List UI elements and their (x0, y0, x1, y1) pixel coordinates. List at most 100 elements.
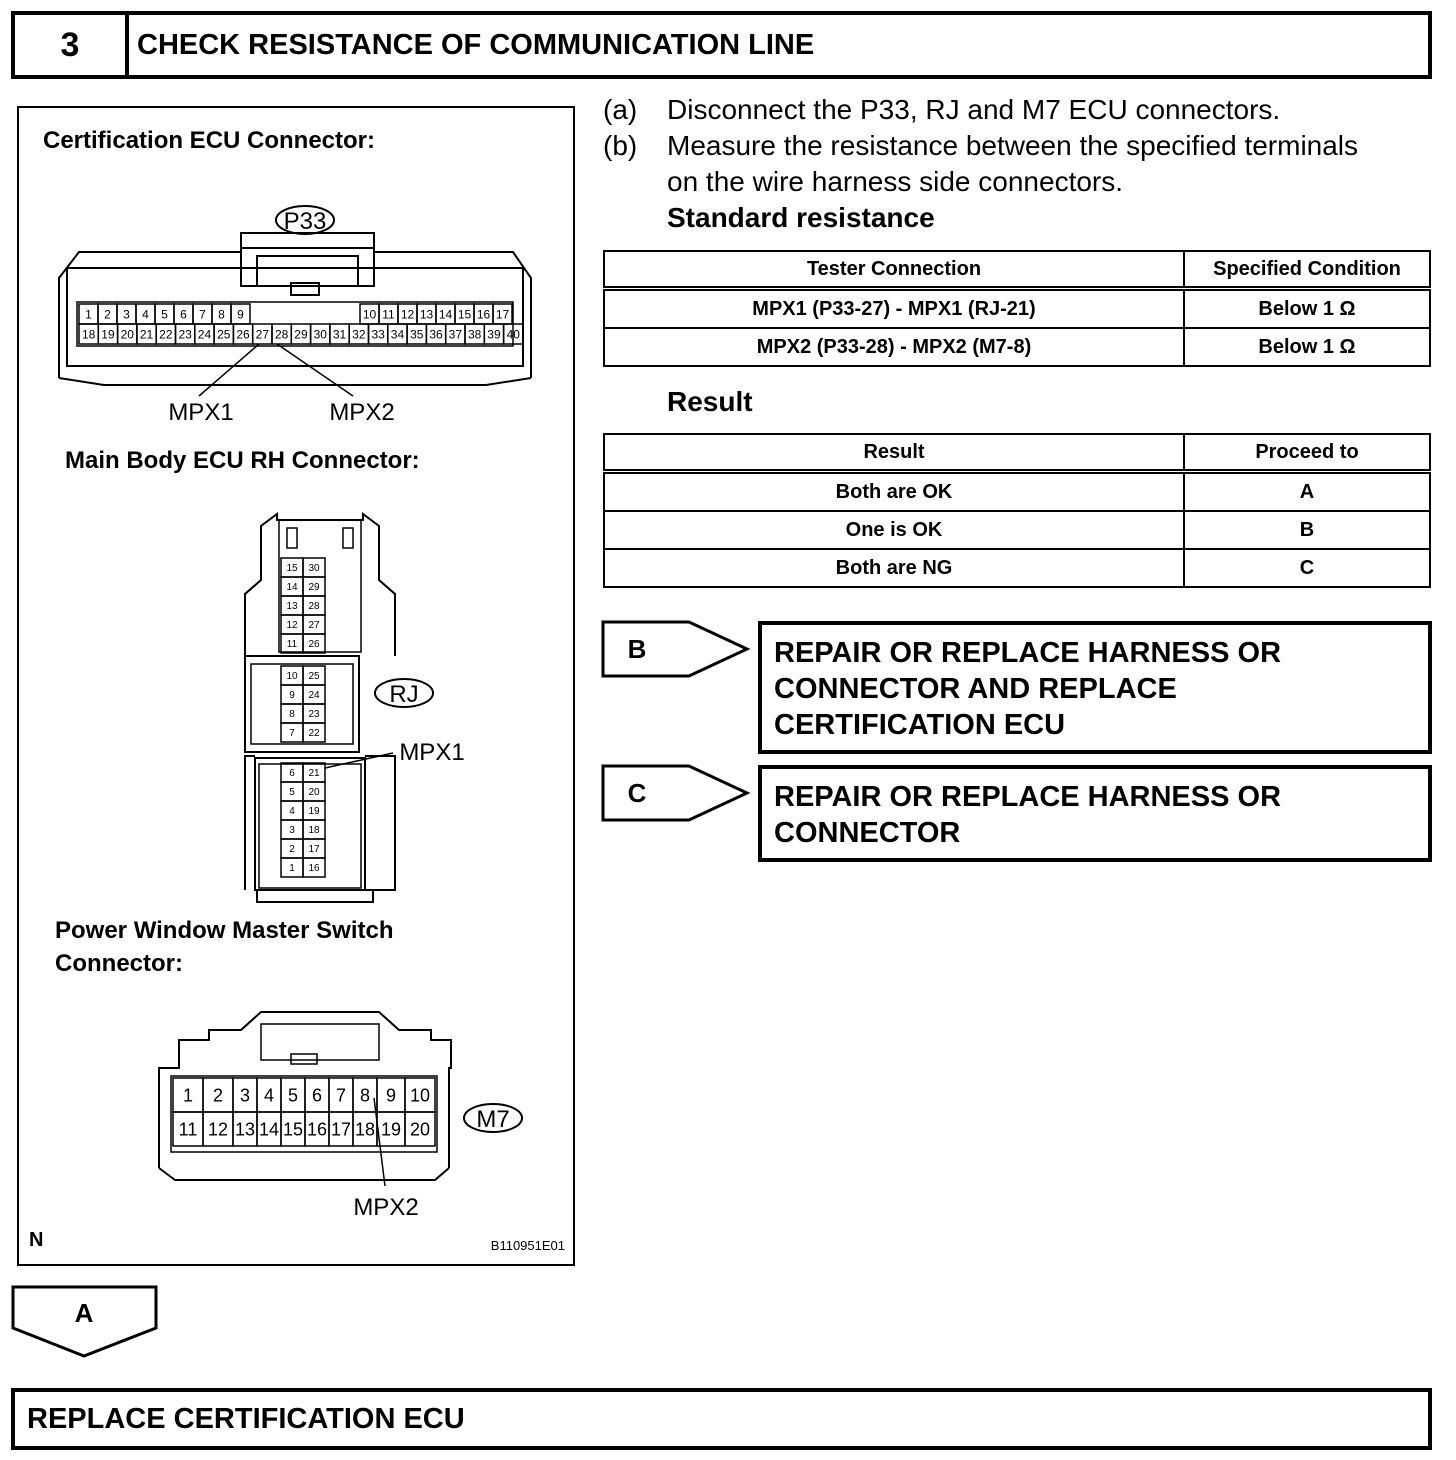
pin-number: 7 (199, 307, 206, 321)
pin-number: 8 (360, 1085, 370, 1105)
pin-number: 25 (308, 671, 320, 682)
branch-a-action: REPLACE CERTIFICATION ECU (11, 1388, 1432, 1450)
pw-connector-title-line1: Power Window Master Switch (55, 917, 394, 944)
step-header: 3 CHECK RESISTANCE OF COMMUNICATION LINE (11, 11, 1432, 79)
rj-connector (244, 512, 396, 903)
rj-group-middle: 10 25 9 24 8 23 7 22 (280, 665, 326, 743)
pin-number: 11 (179, 1119, 198, 1139)
branch-a-arrow: A (11, 1285, 158, 1358)
table-row: One is OK B (603, 510, 1431, 550)
table-cell: Both are OK (603, 470, 1185, 512)
pin-number: 36 (429, 327, 443, 341)
branch-b-code: B (628, 634, 647, 664)
table-cell: MPX2 (P33-28) - MPX2 (M7-8) (603, 327, 1185, 367)
pin-number: 12 (208, 1119, 228, 1139)
result-table: Result Proceed to Both are OK A One is O… (603, 433, 1431, 588)
mpx2-leader (276, 343, 354, 397)
table-cell: Below 1 Ω (1183, 327, 1431, 367)
branch-b-line: CERTIFICATION ECU (774, 709, 1066, 741)
pin-number: 26 (236, 327, 250, 341)
header-tester-connection: Tester Connection (603, 250, 1185, 291)
m7-mpx2-label: MPX2 (353, 1194, 418, 1221)
pin-number: 30 (308, 563, 320, 574)
m7-tag: M7 (476, 1106, 509, 1133)
step-number: 3 (15, 15, 129, 75)
pin-number: 13 (286, 601, 298, 612)
m7-connector (158, 1011, 452, 1181)
pin-number: 7 (289, 728, 295, 739)
pin-number: 12 (401, 307, 415, 321)
pin-number: 37 (449, 327, 463, 341)
branch-a-text: REPLACE CERTIFICATION ECU (27, 1402, 465, 1435)
pw-connector-title-line2: Connector: (55, 950, 183, 977)
table-cell: A (1183, 470, 1431, 512)
pin-number: 10 (363, 307, 377, 321)
pin-number: 3 (240, 1085, 250, 1105)
branch-b-action: REPAIR OR REPLACE HARNESS OR CONNECTOR A… (758, 621, 1432, 754)
instruction-a-text: Disconnect the P33, RJ and M7 ECU connec… (667, 94, 1281, 125)
pin-number: 25 (217, 327, 231, 341)
standard-resistance-text: Standard resistance (667, 202, 935, 233)
pin-number: 5 (288, 1085, 298, 1105)
pin-number: 17 (331, 1119, 351, 1139)
table-cell: B (1183, 510, 1431, 550)
pin-number: 20 (410, 1119, 430, 1139)
p33-mpx2-label: MPX2 (329, 399, 394, 426)
pin-number: 4 (289, 806, 295, 817)
pin-number: 17 (496, 307, 510, 321)
pin-number: 14 (439, 307, 453, 321)
table-row: MPX2 (P33-28) - MPX2 (M7-8) Below 1 Ω (603, 327, 1431, 367)
pin-number: 27 (256, 327, 270, 341)
branch-c-action: REPAIR OR REPLACE HARNESS OR CONNECTOR (758, 765, 1432, 862)
figure-corner-n: N (29, 1229, 43, 1251)
pin-number: 1 (289, 863, 295, 874)
instruction-b-text2: on the wire harness side connectors. (667, 166, 1124, 197)
pin-number: 8 (289, 709, 295, 720)
p33-tag: P33 (284, 208, 327, 235)
pin-number: 15 (458, 307, 472, 321)
branch-a-code: A (75, 1298, 94, 1328)
pin-number: 18 (82, 327, 96, 341)
pin-number: 4 (142, 307, 149, 321)
table-cell: MPX1 (P33-27) - MPX1 (RJ-21) (603, 287, 1185, 329)
pin-number: 33 (371, 327, 385, 341)
pin-cell (302, 857, 326, 878)
table-cell: One is OK (603, 510, 1185, 550)
pin-number: 20 (308, 787, 320, 798)
pin-number: 3 (289, 825, 295, 836)
branch-b-arrow: B (601, 620, 751, 678)
pin-number: 10 (286, 671, 298, 682)
pin-number: 21 (140, 327, 154, 341)
pin-number: 15 (286, 563, 298, 574)
pin-number: 16 (307, 1119, 327, 1139)
pin-number: 23 (178, 327, 192, 341)
pin-number: 30 (314, 327, 328, 341)
pin-number: 28 (275, 327, 289, 341)
m7-mpx2-leader (373, 1097, 386, 1187)
rj-mpx1-leader (324, 752, 394, 769)
mpx1-leader (198, 343, 260, 397)
pin-number: 24 (308, 690, 320, 701)
instruction-b-label: (b) (603, 130, 638, 161)
rj-tag: RJ (389, 681, 418, 708)
result-heading-text: Result (667, 386, 753, 417)
pin-number: 14 (259, 1119, 279, 1139)
pin-number: 22 (308, 728, 320, 739)
pin-number: 16 (477, 307, 491, 321)
pin-number: 27 (308, 620, 320, 631)
table-row: Both are NG C (603, 548, 1431, 588)
pin-number: 9 (386, 1085, 396, 1105)
pin-number: 11 (382, 307, 395, 321)
pin-number: 23 (308, 709, 320, 720)
header-result: Result (603, 433, 1185, 474)
pin-number: 3 (123, 307, 130, 321)
step-title: CHECK RESISTANCE OF COMMUNICATION LINE (137, 28, 815, 61)
pin-number: 9 (289, 690, 295, 701)
pin-number: 24 (198, 327, 212, 341)
table-cell: Below 1 Ω (1183, 287, 1431, 329)
pin-number: 2 (213, 1085, 223, 1105)
